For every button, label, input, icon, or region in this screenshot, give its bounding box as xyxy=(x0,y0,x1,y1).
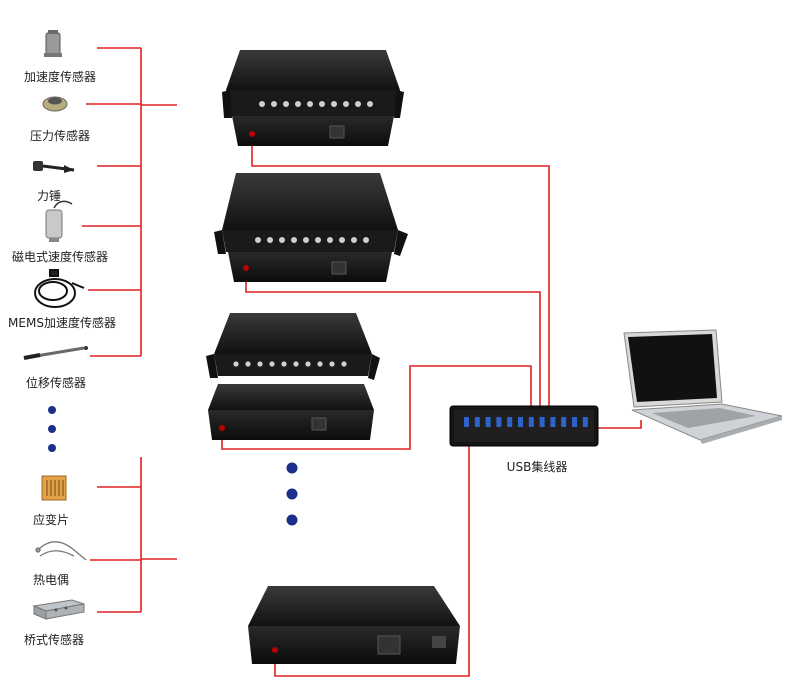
sensor-label-bridge: 桥式传感器 xyxy=(23,633,85,647)
sensor-label-force-hammer: 力锤 xyxy=(36,189,62,203)
cable-device1-hub xyxy=(251,140,550,424)
usb-port xyxy=(464,417,469,427)
acquisition-device-2 xyxy=(214,173,408,282)
bridge-sensor-icon xyxy=(32,599,85,620)
magnetoelectric-velocity-sensor-icon xyxy=(45,200,73,242)
pressure-sensor-icon xyxy=(42,96,68,112)
laptop-icon xyxy=(623,329,783,444)
usb-port xyxy=(474,417,480,427)
usb-port xyxy=(561,417,567,427)
usb-hub xyxy=(449,405,599,447)
usb-port xyxy=(518,417,523,427)
usb-port xyxy=(572,417,577,427)
sensor-label-magnetoelectric: 磁电式速度传感器 xyxy=(11,250,109,264)
usb-hub-ports xyxy=(464,417,588,427)
usb-port xyxy=(507,417,513,427)
sensor-label-strain-gauge: 应变片 xyxy=(32,513,70,527)
sensor-label-mems: MEMS加速度传感器 xyxy=(8,316,116,330)
sensor-label-accelerometer: 加速度传感器 xyxy=(23,70,97,84)
accelerometer-icon xyxy=(44,30,62,57)
usb-port xyxy=(582,417,588,427)
displacement-sensor-icon xyxy=(23,346,88,360)
more-sensors-dots xyxy=(48,406,56,452)
usb-port xyxy=(485,417,491,427)
mems-accelerometer-icon xyxy=(34,269,85,308)
cable-device3-hub xyxy=(221,365,532,450)
strain-gauge-icon xyxy=(41,475,67,501)
acquisition-device-4 xyxy=(248,586,460,664)
thermocouple-icon xyxy=(35,541,87,561)
sensor-bus-bottom xyxy=(90,457,177,613)
force-hammer-icon xyxy=(33,161,75,173)
sensor-label-thermocouple: 热电偶 xyxy=(32,573,70,587)
cable-hub-laptop xyxy=(598,420,642,429)
usb-hub-label: USB集线器 xyxy=(506,460,568,474)
acquisition-device-1 xyxy=(222,50,404,146)
usb-port xyxy=(550,417,556,427)
sensor-label-pressure: 压力传感器 xyxy=(29,129,91,143)
sensor-bus-top xyxy=(82,47,177,357)
usb-port xyxy=(539,417,545,427)
usb-port xyxy=(528,417,534,427)
sensor-label-displacement: 位移传感器 xyxy=(25,376,87,390)
cable-device4-hub xyxy=(274,440,470,677)
acquisition-device-3 xyxy=(206,313,380,440)
more-devices-dots xyxy=(286,462,298,526)
usb-port xyxy=(496,417,502,427)
